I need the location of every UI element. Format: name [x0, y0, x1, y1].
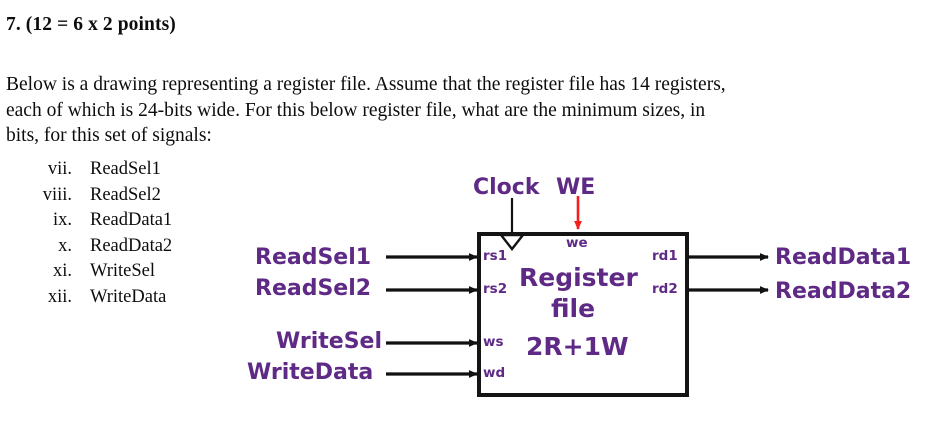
- port-label-we: we: [566, 235, 588, 251]
- list-item-numeral: viii.: [42, 184, 72, 205]
- list-item-label: ReadSel2: [90, 184, 161, 205]
- list-item-label: ReadData1: [90, 210, 173, 230]
- list-item: xii. WriteData: [0, 285, 240, 311]
- diagram-label-clock: Clock: [473, 175, 540, 200]
- port-label-rd2: rd2: [652, 281, 678, 297]
- list-item: viii. ReadSel2: [0, 183, 240, 209]
- diagram-label-readdata2: ReadData2: [775, 279, 912, 304]
- list-item-numeral: x.: [58, 235, 72, 256]
- port-label-rs2: rs2: [483, 281, 508, 297]
- diagram-label-writesel: WriteSel: [276, 329, 383, 354]
- list-item-numeral: vii.: [47, 159, 72, 179]
- port-label-rs1: rs1: [483, 248, 508, 264]
- list-item: vii. ReadSel1: [0, 157, 240, 183]
- clock-triangle-icon: [498, 233, 526, 251]
- list-item-label: ReadSel1: [90, 159, 161, 179]
- block-title-line1: Register: [519, 263, 638, 292]
- question-paragraph-line: Below is a drawing representing a regist…: [6, 74, 726, 95]
- diagram-label-readsel1: ReadSel1: [255, 245, 372, 270]
- port-label-ws: ws: [483, 334, 504, 350]
- block-title-line2: file: [551, 294, 596, 323]
- list-item: xi. WriteSel: [0, 259, 240, 285]
- port-label-wd: wd: [483, 365, 506, 381]
- block-title-line3: 2R+1W: [526, 332, 629, 361]
- diagram-label-writedata: WriteData: [247, 360, 374, 385]
- list-item-numeral: xi.: [52, 261, 72, 281]
- list-item: ix. ReadData1: [0, 208, 240, 234]
- list-item: x. ReadData2: [0, 234, 240, 260]
- list-item-label: WriteSel: [90, 261, 156, 281]
- question-paragraph: Below is a drawing representing a regist…: [6, 72, 930, 149]
- list-item-label: ReadData2: [90, 235, 173, 256]
- diagram-label-readdata1: ReadData1: [775, 245, 912, 270]
- question-heading: 7. (12 = 6 x 2 points): [6, 14, 176, 35]
- question-paragraph-line: bits, for this set of signals:: [6, 125, 212, 146]
- port-label-rd1: rd1: [652, 248, 678, 264]
- list-item-label: WriteData: [90, 286, 167, 307]
- question-paragraph-line: each of which is 24-bits wide. For this …: [6, 99, 706, 121]
- signal-list: vii. ReadSel1 viii. ReadSel2 ix. ReadDat…: [0, 157, 240, 310]
- list-item-numeral: xii.: [47, 286, 72, 307]
- list-item-numeral: ix.: [52, 210, 72, 230]
- diagram-label-readsel2: ReadSel2: [255, 276, 372, 301]
- diagram-label-we: WE: [556, 175, 596, 200]
